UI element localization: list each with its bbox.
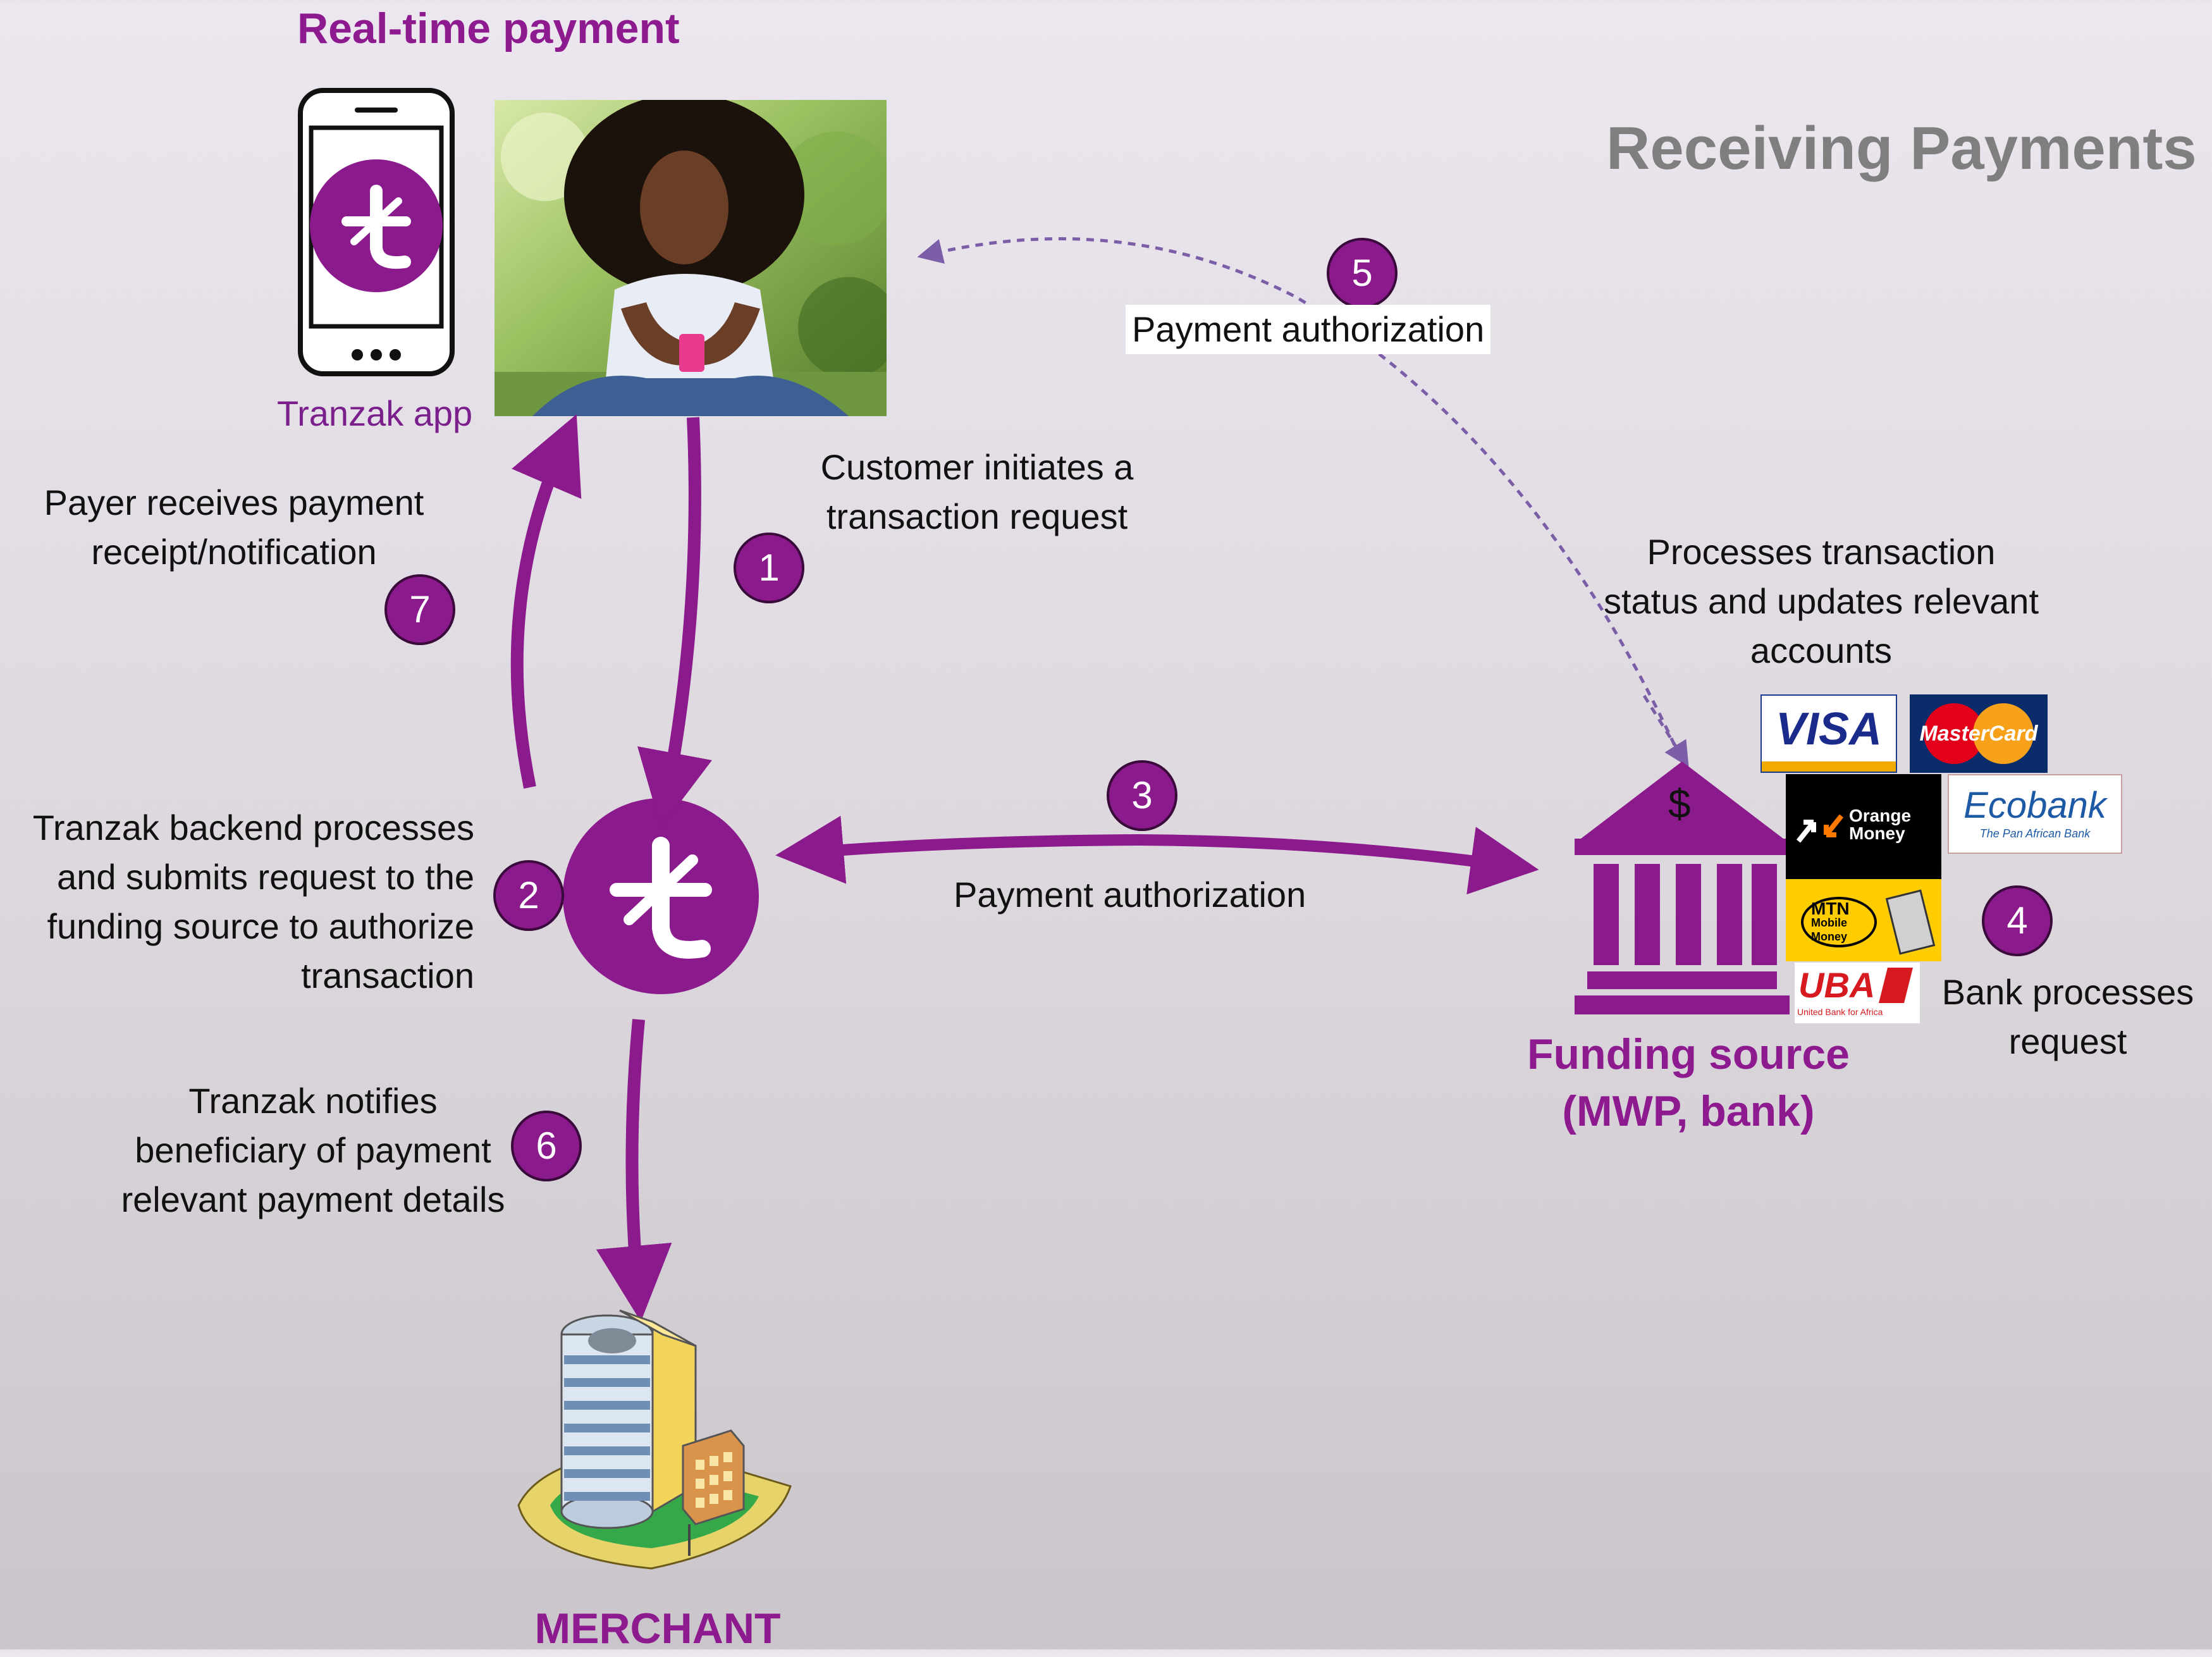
step-3-badge: 3: [1107, 760, 1177, 831]
step-3-text: Payment authorization: [954, 875, 1306, 915]
tranzak-app-label: Tranzak app: [277, 393, 473, 433]
smartphone-icon: [297, 87, 455, 377]
step-2-badge: 2: [493, 860, 564, 931]
processes-note-text: Processes transaction status and updates…: [1603, 532, 2039, 670]
arrow-step-6: [596, 1019, 672, 1322]
visa-logo: VISA: [1760, 694, 1897, 773]
step-4-badge: 4: [1982, 885, 2053, 956]
step-5-text: Payment authorization: [1126, 305, 1491, 354]
step-1-text: Customer initiates a transaction request: [820, 447, 1134, 536]
step-6-badge: 6: [511, 1111, 582, 1181]
funding-source-label: Funding source (MWP, bank): [1527, 1030, 1850, 1135]
step-4-text: Bank processes request: [1941, 972, 2194, 1061]
tranzak-app-logo-icon: [310, 159, 443, 292]
arrow-step-1: [637, 417, 712, 828]
merchant-label: MERCHANT: [534, 1605, 781, 1653]
ecobank-logo: Ecobank The Pan African Bank: [1948, 774, 2122, 854]
real-time-payment-title: Real-time payment: [297, 4, 680, 52]
arrow-step-3-right: [1138, 827, 1539, 895]
step-7-badge: 7: [384, 574, 455, 645]
mtn-mobile-money-logo: MTN Mobile Money: [1786, 879, 1941, 961]
arrow-step-7: [510, 414, 582, 789]
step-6-text: Tranzak notifies beneficiary of payment …: [121, 1081, 505, 1219]
step-1-badge: 1: [734, 533, 804, 603]
arrow-step-3-left: [775, 815, 1139, 884]
orange-money-logo: Orange Money: [1786, 774, 1941, 879]
arrow-step-5-end: [1642, 694, 1689, 767]
receiving-payments-title: Receiving Payments: [1606, 114, 2197, 182]
step-2-text: Tranzak backend processes and submits re…: [32, 808, 474, 995]
bank-building-icon: $: [1568, 756, 1796, 1022]
uba-logo: UBA United Bank for Africa: [1795, 963, 1920, 1023]
tranzak-logo-icon: [563, 798, 759, 994]
person-photo: [495, 100, 887, 416]
step-5-badge: 5: [1327, 238, 1398, 309]
office-building-icon: [506, 1297, 797, 1575]
step-7-text: Payer receives payment receipt/notificat…: [44, 483, 424, 572]
mastercard-logo: MasterCard: [1910, 694, 2048, 773]
bank-dollar-symbol: $: [1668, 781, 1691, 827]
